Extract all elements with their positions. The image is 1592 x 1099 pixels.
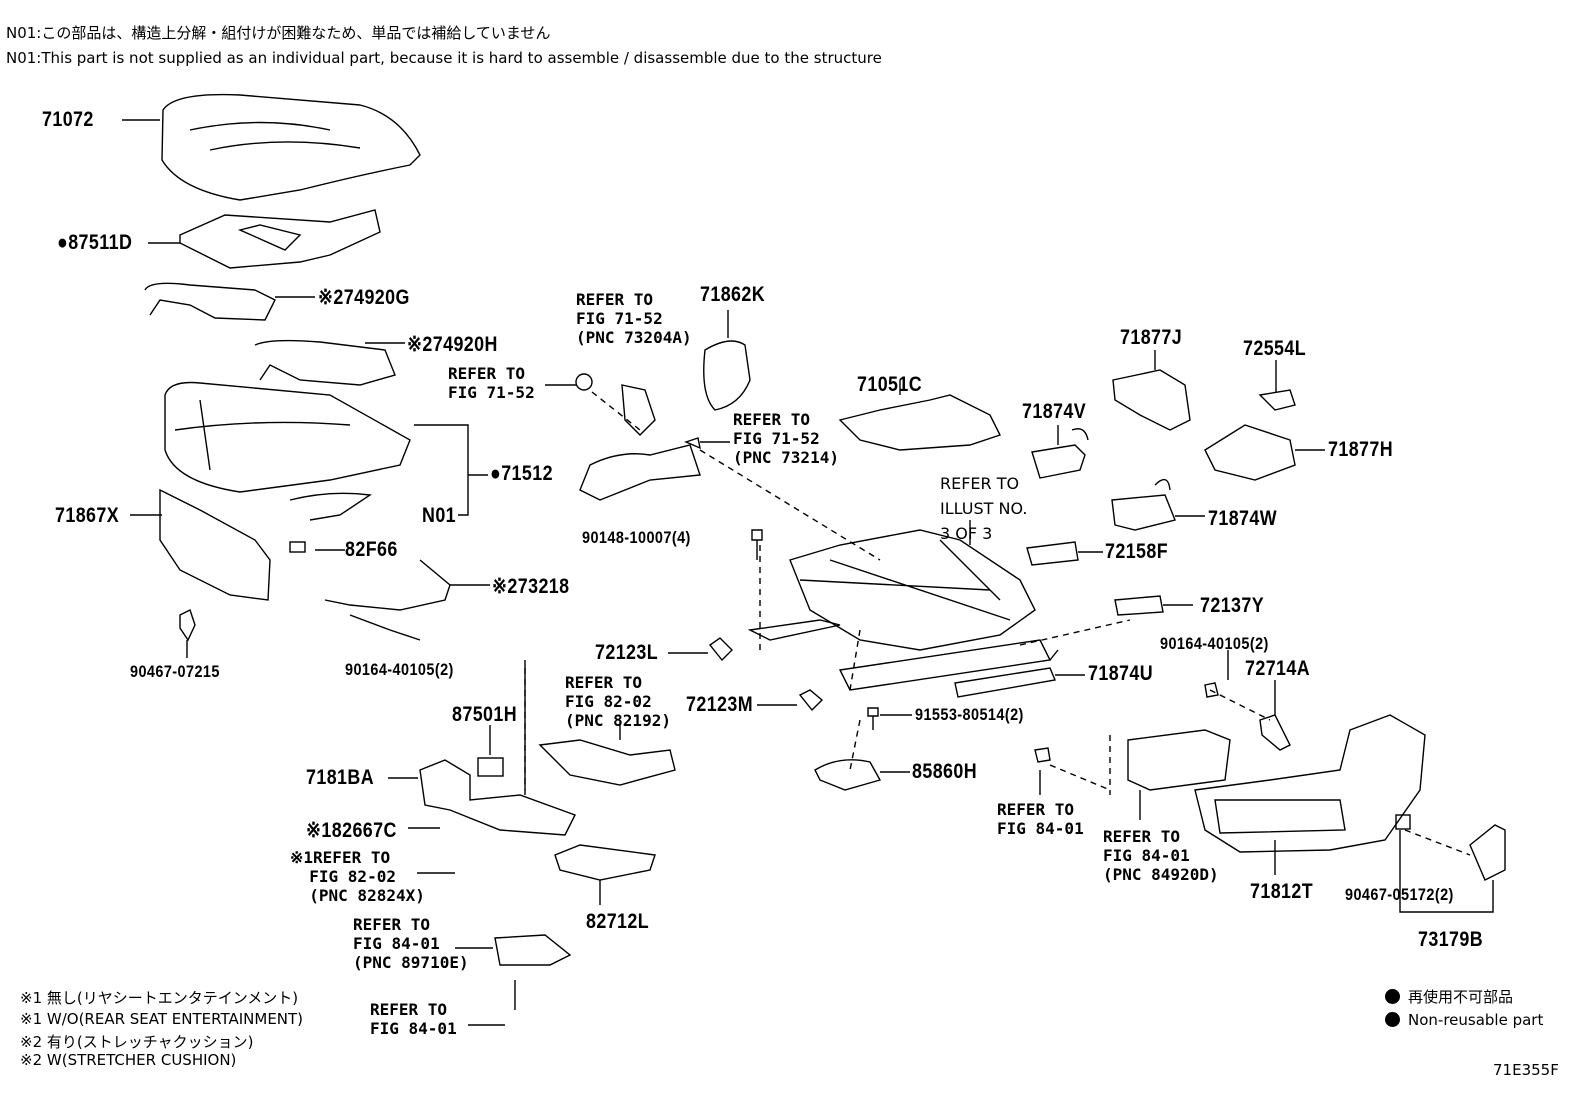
part-label-71512[interactable]: ●71512 [490, 462, 553, 485]
footnote-1-en: ※1 W/O(REAR SEAT ENTERTAINMENT) [20, 1010, 304, 1028]
part-label-82F66[interactable]: 82F66 [345, 538, 398, 561]
bullet-icon [1385, 1012, 1400, 1027]
refer-fig-84-01-pnc-84920D[interactable]: REFER TO FIG 84-01 (PNC 84920D) [1103, 827, 1219, 884]
part-label-71874W[interactable]: 71874W [1208, 507, 1278, 530]
part-label-72123L[interactable]: 72123L [595, 641, 659, 664]
figure-code: 71E355F [1493, 1061, 1559, 1079]
note-english: N01:This part is not supplied as an indi… [6, 49, 882, 67]
part-label-71877J[interactable]: 71877J [1120, 326, 1183, 349]
refer-fig-84-01-pnc-89710E[interactable]: REFER TO FIG 84-01 (PNC 89710E) [353, 915, 469, 972]
refer-illust-3-of-3[interactable]: REFER TO ILLUST NO. 3 OF 3 [940, 474, 1028, 543]
refer-fig-71-52-pnc-73204A[interactable]: REFER TO FIG 71-52 (PNC 73204A) [576, 290, 692, 347]
part-label-71812T[interactable]: 71812T [1250, 880, 1314, 903]
part-label-91553-80514[interactable]: 91553-80514(2) [915, 705, 1024, 724]
footnote-2-jp: ※2 有り(ストレッチャクッション) [20, 1033, 254, 1051]
part-label-73179B[interactable]: 73179B [1418, 928, 1484, 951]
note-japanese: N01:この部品は、構造上分解・組付けが困難なため、単品では補給していません [6, 24, 551, 42]
part-label-74920H[interactable]: ※274920H [407, 333, 498, 356]
part-label-90148-10007[interactable]: 90148-10007(4) [582, 528, 691, 547]
part-label-74920G[interactable]: ※274920G [318, 286, 410, 309]
refer-fig-84-01-bottom[interactable]: REFER TO FIG 84-01 [370, 1000, 457, 1038]
part-label-71874U[interactable]: 71874U [1088, 662, 1154, 685]
part-label-71874V[interactable]: 71874V [1022, 400, 1087, 423]
part-label-73218[interactable]: ※273218 [492, 575, 570, 598]
footnote-2-en: ※2 W(STRETCHER CUSHION) [20, 1051, 237, 1069]
part-label-90467-07215[interactable]: 90467-07215 [130, 662, 220, 681]
refer-fig-82-02-pnc-82192[interactable]: REFER TO FIG 82-02 (PNC 82192) [565, 673, 671, 730]
part-label-87511D[interactable]: ●87511D [57, 231, 133, 254]
part-label-72137Y[interactable]: 72137Y [1200, 594, 1265, 617]
legend-nonreusable-jp: 再使用不可部品 [1385, 986, 1513, 1007]
legend-label-en: Non-reusable part [1408, 1011, 1544, 1029]
part-label-87501H[interactable]: 87501H [452, 703, 518, 726]
part-label-71877H[interactable]: 71877H [1328, 438, 1394, 461]
part-label-90467-05172[interactable]: 90467-05172(2) [1345, 885, 1454, 904]
part-label-72714A[interactable]: 72714A [1245, 657, 1311, 680]
refer-fig-71-52-pnc-73214[interactable]: REFER TO FIG 71-52 (PNC 73214) [733, 410, 839, 467]
part-label-72158F[interactable]: 72158F [1105, 540, 1169, 563]
legend-label-jp: 再使用不可部品 [1408, 988, 1514, 1006]
part-label-71051C[interactable]: 71051C [857, 373, 923, 396]
part-label-7181BA[interactable]: 7181BA [306, 766, 375, 789]
part-label-72554L[interactable]: 72554L [1243, 337, 1307, 360]
refer-fig-82-02-pnc-82824X[interactable]: ※1REFER TO FIG 82-02 (PNC 82824X) [290, 848, 425, 905]
legend-nonreusable-en: Non-reusable part [1385, 1011, 1543, 1029]
part-label-71072[interactable]: 71072 [42, 108, 94, 131]
part-label-N01[interactable]: N01 [422, 504, 457, 527]
part-label-90164-40105-left[interactable]: 90164-40105(2) [345, 660, 454, 679]
refer-fig-71-52[interactable]: REFER TO FIG 71-52 [448, 364, 535, 402]
part-label-85860H[interactable]: 85860H [912, 760, 978, 783]
part-label-71862K[interactable]: 71862K [700, 283, 766, 306]
part-label-82667C[interactable]: ※182667C [306, 819, 397, 842]
refer-fig-84-01-mid[interactable]: REFER TO FIG 84-01 [997, 800, 1084, 838]
part-label-82712L[interactable]: 82712L [586, 910, 650, 933]
part-label-72123M[interactable]: 72123M [686, 693, 754, 716]
footnote-1-jp: ※1 無し(リヤシートエンタテインメント) [20, 989, 299, 1007]
bullet-icon [1385, 989, 1400, 1004]
part-label-90164-40105-right[interactable]: 90164-40105(2) [1160, 634, 1269, 653]
part-label-71867X[interactable]: 71867X [55, 504, 120, 527]
